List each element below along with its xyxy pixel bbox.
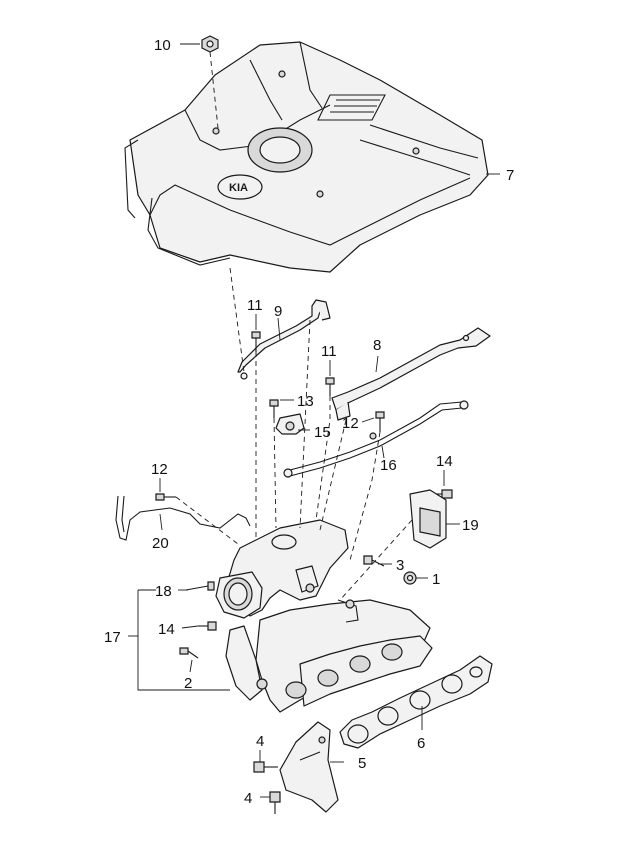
callout-12-upper: 12 — [342, 415, 359, 432]
callout-10: 10 — [154, 37, 171, 54]
washer-1 — [403, 571, 417, 585]
callout-14-upper: 14 — [436, 453, 453, 470]
kia-logo-text: KIA — [229, 182, 248, 194]
callout-5: 5 — [358, 755, 366, 772]
callout-8: 8 — [373, 337, 381, 354]
bolt-4b — [269, 791, 281, 814]
stud-18 — [185, 581, 215, 591]
callout-17: 17 — [104, 629, 121, 646]
kia-logo-emblem — [217, 174, 263, 200]
bolt-12a — [375, 411, 385, 432]
callout-11-lower: 11 — [321, 343, 337, 360]
bolt-2 — [179, 647, 199, 659]
bracket-8 — [331, 327, 491, 421]
callout-15: 15 — [314, 424, 331, 441]
callout-12-lower: 12 — [151, 461, 168, 478]
callout-16: 16 — [380, 457, 397, 474]
callout-3: 3 — [396, 557, 404, 574]
callout-9: 9 — [274, 303, 282, 320]
intake-manifold — [215, 519, 433, 713]
callout-1: 1 — [432, 571, 440, 588]
bracket-5 — [279, 721, 339, 813]
callout-6: 6 — [417, 735, 425, 752]
solenoid-19 — [409, 489, 447, 549]
callouts: 10 7 11 9 11 8 13 15 12 16 12 14 20 19 3… — [104, 37, 514, 807]
callout-14-lower: 14 — [158, 621, 175, 638]
callout-18: 18 — [155, 583, 172, 600]
bolt-12b — [155, 493, 176, 501]
bolt-11b — [325, 377, 335, 396]
gasket-6 — [339, 655, 493, 749]
callout-20: 20 — [152, 535, 169, 552]
callout-4-lower: 4 — [244, 790, 252, 807]
bolt-4a — [253, 761, 278, 773]
bolt-14b — [198, 621, 217, 631]
callout-11-upper: 11 — [247, 297, 263, 314]
callout-2: 2 — [184, 675, 192, 692]
bolt-3 — [363, 555, 385, 567]
callout-13: 13 — [297, 393, 314, 410]
pipe-16 — [283, 400, 469, 478]
bolt-13 — [269, 399, 279, 418]
engine-cover: KIA — [124, 41, 489, 273]
callout-7: 7 — [506, 167, 514, 184]
callout-4-upper: 4 — [256, 733, 264, 750]
nut-10 — [201, 35, 219, 53]
sensor-15 — [275, 413, 305, 435]
leader-lines — [128, 43, 500, 798]
callout-19: 19 — [462, 517, 479, 534]
bolt-11a — [251, 331, 261, 352]
assembly-guides — [175, 51, 413, 601]
hose-20 — [115, 495, 251, 541]
